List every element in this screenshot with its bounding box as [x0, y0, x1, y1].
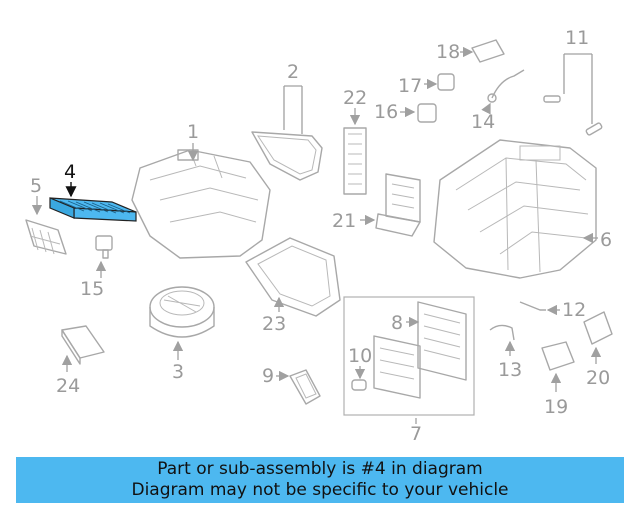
label-8: 8 [391, 312, 403, 334]
label-14: 14 [471, 111, 495, 133]
label-9: 9 [262, 365, 274, 387]
part-22-evaporator[interactable] [343, 127, 367, 195]
part-15-sensor[interactable] [95, 235, 113, 259]
label-3: 3 [172, 361, 184, 383]
banner-line-1: Part or sub-assembly is #4 in diagram [157, 459, 483, 479]
label-20: 20 [586, 367, 610, 389]
part-5-filter-cover[interactable] [25, 219, 67, 255]
part-2-seal[interactable] [251, 131, 323, 181]
label-7: 7 [410, 423, 422, 445]
label-19: 19 [544, 396, 568, 418]
label-18: 18 [436, 41, 460, 63]
part-16-actuator[interactable] [417, 103, 437, 123]
label-24: 24 [56, 375, 80, 397]
label-21: 21 [332, 210, 356, 232]
label-16: 16 [374, 101, 398, 123]
part-24-module[interactable] [61, 325, 105, 365]
part-9-gasket[interactable] [289, 369, 321, 405]
label-4: 4 [64, 161, 76, 183]
label-12: 12 [562, 299, 586, 321]
part-14-hose[interactable] [487, 69, 525, 103]
part-8-core[interactable] [417, 301, 467, 381]
label-1: 1 [187, 121, 199, 143]
label-15: 15 [80, 278, 104, 300]
label-23: 23 [262, 313, 286, 335]
leader-11 [563, 53, 593, 124]
group-7-box [343, 296, 475, 416]
label-17: 17 [398, 75, 422, 97]
part-6-hvac-assembly[interactable] [433, 139, 597, 279]
part-13-hose[interactable] [489, 324, 515, 341]
part-23-lower-case[interactable] [245, 237, 341, 317]
leader-14 [481, 102, 491, 115]
info-banner: Part or sub-assembly is #4 in diagram Di… [16, 457, 624, 503]
part-20-actuator[interactable] [583, 311, 613, 345]
label-10: 10 [348, 345, 372, 367]
part-11-wiring[interactable] [543, 95, 603, 136]
part-21-heater-core[interactable] [375, 173, 421, 237]
part-1-hvac-housing[interactable] [131, 149, 271, 259]
label-22: 22 [343, 87, 367, 109]
label-5: 5 [30, 175, 42, 197]
label-2: 2 [287, 61, 299, 83]
banner-line-2: Diagram may not be specific to your vehi… [131, 480, 509, 500]
part-3-blower-motor[interactable] [149, 286, 215, 338]
label-6: 6 [600, 229, 612, 251]
part-4-cabin-filter[interactable] [49, 197, 137, 222]
label-13: 13 [498, 359, 522, 381]
part-19-actuator[interactable] [541, 341, 575, 371]
label-11: 11 [565, 27, 589, 49]
part-12-sensor[interactable] [519, 301, 546, 311]
leader-2 [283, 85, 303, 134]
part-18-bracket[interactable] [471, 39, 505, 63]
part-17-actuator[interactable] [437, 73, 455, 91]
part-10-heater[interactable] [351, 335, 421, 399]
